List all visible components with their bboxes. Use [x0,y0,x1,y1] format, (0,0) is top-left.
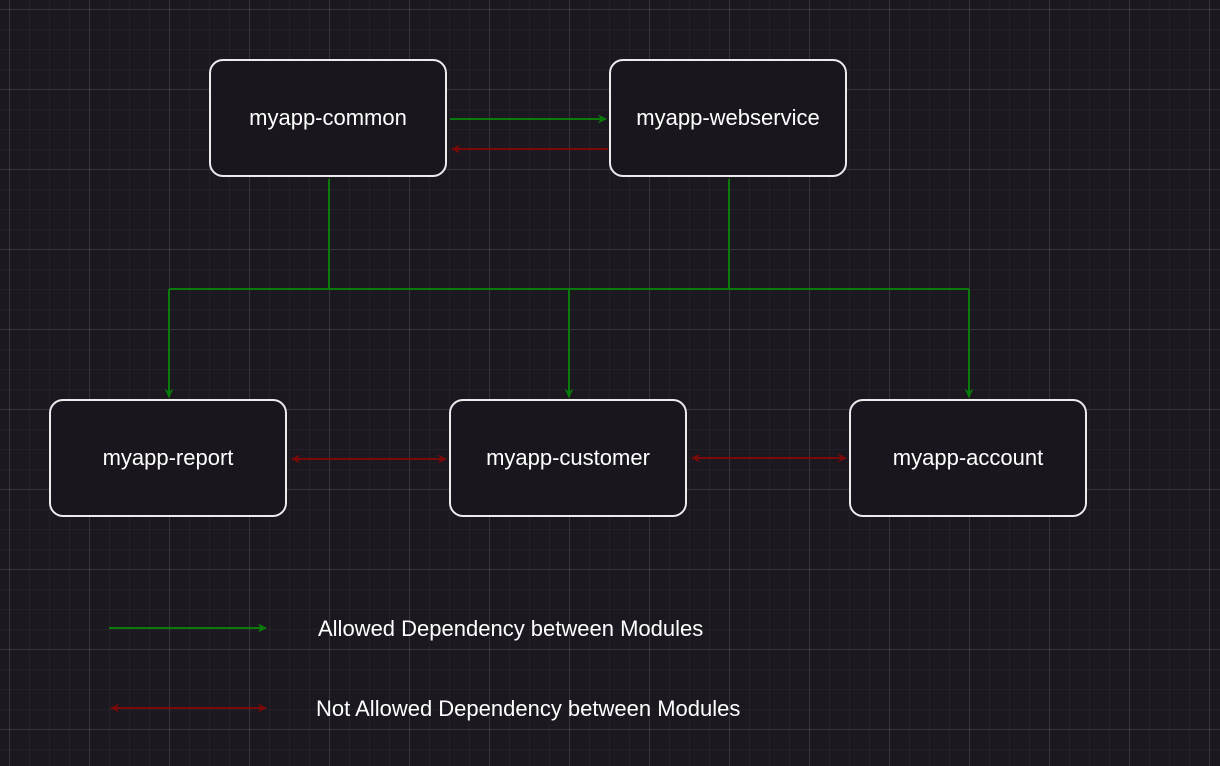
node-label: myapp-webservice [636,105,820,130]
node-myapp-report[interactable]: myapp-report [49,399,287,517]
node-label: myapp-account [892,445,1044,470]
node-myapp-account[interactable]: myapp-account [849,399,1087,517]
node-label: myapp-report [102,445,234,470]
node-myapp-common[interactable]: myapp-common [209,59,447,177]
legend-allowed-label: Allowed Dependency between Modules [318,616,704,641]
node-myapp-customer[interactable]: myapp-customer [449,399,687,517]
node-myapp-webservice[interactable]: myapp-webservice [609,59,847,177]
node-label: myapp-customer [486,445,650,470]
legend-not-allowed-label: Not Allowed Dependency between Modules [316,696,741,721]
node-label: myapp-common [249,105,407,130]
